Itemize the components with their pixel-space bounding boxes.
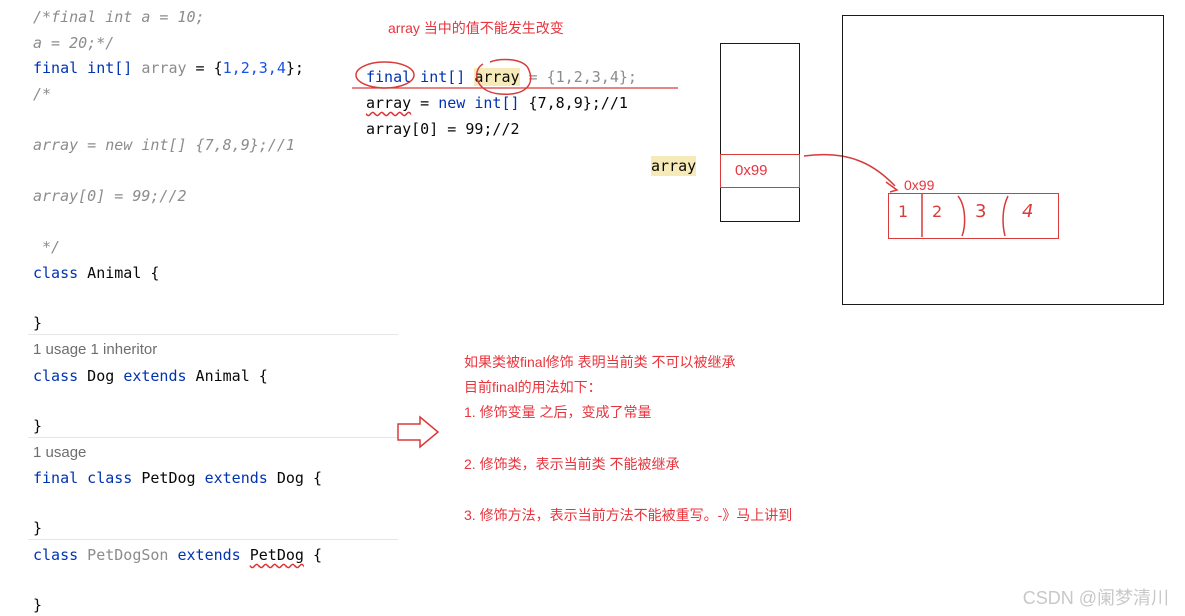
code-line: array[0] = 99;//2: [33, 187, 187, 205]
code-text: Animal {: [186, 367, 268, 385]
stack-value: 0x99: [735, 162, 768, 179]
keyword: extends: [123, 367, 187, 385]
stack-variable-label: array: [651, 156, 697, 176]
keyword: class: [33, 546, 79, 564]
keyword: final int[]: [33, 59, 133, 77]
error-variable: array: [366, 94, 412, 112]
code-line: }: [33, 519, 43, 537]
code-line: class PetDogSon extends PetDog {: [33, 545, 322, 565]
heap-address: 0x99: [904, 177, 935, 193]
code-text: = {: [186, 59, 223, 77]
code-line: final int[] array = {1,2,3,4};: [366, 67, 637, 87]
keyword: extends: [177, 546, 241, 564]
error-underline[interactable]: PetDog: [249, 546, 304, 564]
divider: [28, 539, 398, 540]
pointer-arrow: [803, 153, 896, 187]
class-name: PetDogSon: [78, 546, 178, 564]
code-line: }: [33, 314, 43, 332]
code-text: };: [285, 59, 304, 77]
annotation-title: array 当中的值不能发生改变: [388, 20, 564, 36]
heap-cell: 3: [975, 201, 987, 222]
code-line: /*final int a = 10;: [33, 8, 205, 26]
heap-cell: 4: [1022, 201, 1034, 222]
heap-array: [888, 193, 1059, 239]
usage-hint[interactable]: 1 usage 1 inheritor: [33, 341, 158, 358]
usage-hint[interactable]: 1 usage: [33, 444, 87, 461]
stack-slot: [720, 154, 800, 188]
type: int[]: [411, 68, 475, 86]
code-line: class Dog extends Animal {: [33, 366, 268, 386]
code-text: Dog {: [267, 469, 322, 487]
identifier: array: [141, 59, 187, 77]
note-line: 2. 修饰类，表示当前类 不能被继承: [464, 456, 680, 472]
keyword: extends: [204, 469, 268, 487]
stack-frame: [720, 43, 800, 222]
watermark: CSDN @阑梦清川: [1022, 588, 1169, 608]
heap-area: [842, 15, 1164, 305]
code-line: class Animal {: [33, 263, 159, 283]
divider: [28, 334, 398, 335]
code-line: final class PetDog extends Dog {: [33, 468, 322, 488]
code-line: }: [33, 417, 43, 435]
class-name: Dog: [78, 367, 124, 385]
number-literal: 1,2,3,4: [222, 59, 286, 77]
code-text: =: [411, 94, 439, 112]
note-line: 如果类被final修饰 表明当前类 不可以被继承: [464, 354, 736, 370]
cell-divider: [1002, 195, 1009, 237]
right-arrow-icon: [397, 415, 440, 449]
divider: [28, 437, 398, 438]
code-line: final int[] array = {1,2,3,4};: [33, 58, 304, 78]
class-name: Animal {: [78, 264, 160, 282]
code-text: {7,8,9};//1: [519, 94, 628, 112]
note-line: 目前final的用法如下：: [464, 379, 602, 395]
arrow-head: [885, 181, 899, 193]
class-name: PetDog: [132, 469, 205, 487]
heap-cell: 2: [932, 202, 943, 221]
note-line: 1. 修饰变量 之后，变成了常量: [464, 404, 652, 420]
code-line: array = new int[] {7,8,9};//1: [33, 136, 295, 154]
code-line: */: [33, 238, 61, 256]
heap-cell: 1: [898, 202, 909, 221]
highlighted-variable: array: [474, 68, 520, 86]
code-text: = {1,2,3,4};: [519, 68, 637, 86]
keyword: class: [33, 367, 79, 385]
keyword: final class: [33, 469, 133, 487]
code-line: }: [33, 596, 43, 614]
code-line: array[0] = 99;//2: [366, 120, 520, 138]
code-line: /*: [33, 85, 52, 103]
code-line: a = 20;*/: [33, 34, 115, 52]
keyword: class: [33, 264, 79, 282]
keyword: new: [438, 94, 466, 112]
keyword: final: [366, 68, 412, 86]
note-line: 3. 修饰方法，表示当前方法不能被重写。-》马上讲到: [464, 507, 793, 523]
code-text: {: [303, 546, 322, 564]
type: int[]: [465, 94, 520, 112]
code-line: array = new int[] {7,8,9};//1: [366, 93, 628, 113]
cell-divider: [957, 195, 966, 237]
